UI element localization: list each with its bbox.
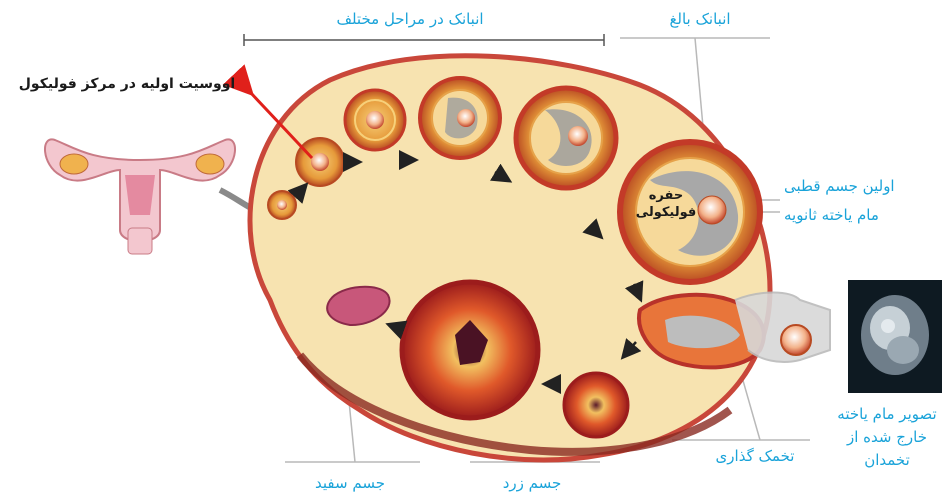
first-polar-body-label: اولین جسم قطبی: [784, 177, 934, 195]
ovulation-rupture: [639, 293, 830, 368]
early-corpus-luteum: [564, 373, 628, 437]
secondary-oocyte-label: مام یاخته ثانویه: [784, 206, 934, 224]
oocyte-image-label-line3: تخمدان: [832, 451, 942, 469]
follicle-stages-label: انبانک در مراحل مختلف: [310, 10, 510, 28]
follicular-cavity-label-line2: فولیکولی: [628, 205, 704, 221]
mature-follicle-label: انبانک بالغ: [630, 10, 770, 28]
follicular-cavity-label-line1: حفره: [636, 188, 696, 204]
oocyte-image-label-line2: خارج شده از: [832, 428, 942, 446]
uterus-illustration: [45, 139, 262, 254]
corpus-luteum-label: جسم زرد: [482, 474, 582, 492]
oocyte-image-label-line1: تصویر مام یاخته: [832, 405, 942, 423]
corpus-albicans-label: جسم سفید: [290, 474, 410, 492]
micrograph-image: [848, 280, 942, 393]
oocyte-micrograph: [848, 280, 942, 393]
ovulation-label: تخمک گذاری: [700, 447, 810, 465]
primary-oocyte-label: اووسیت اولیه در مرکز فولیکول: [8, 76, 246, 93]
